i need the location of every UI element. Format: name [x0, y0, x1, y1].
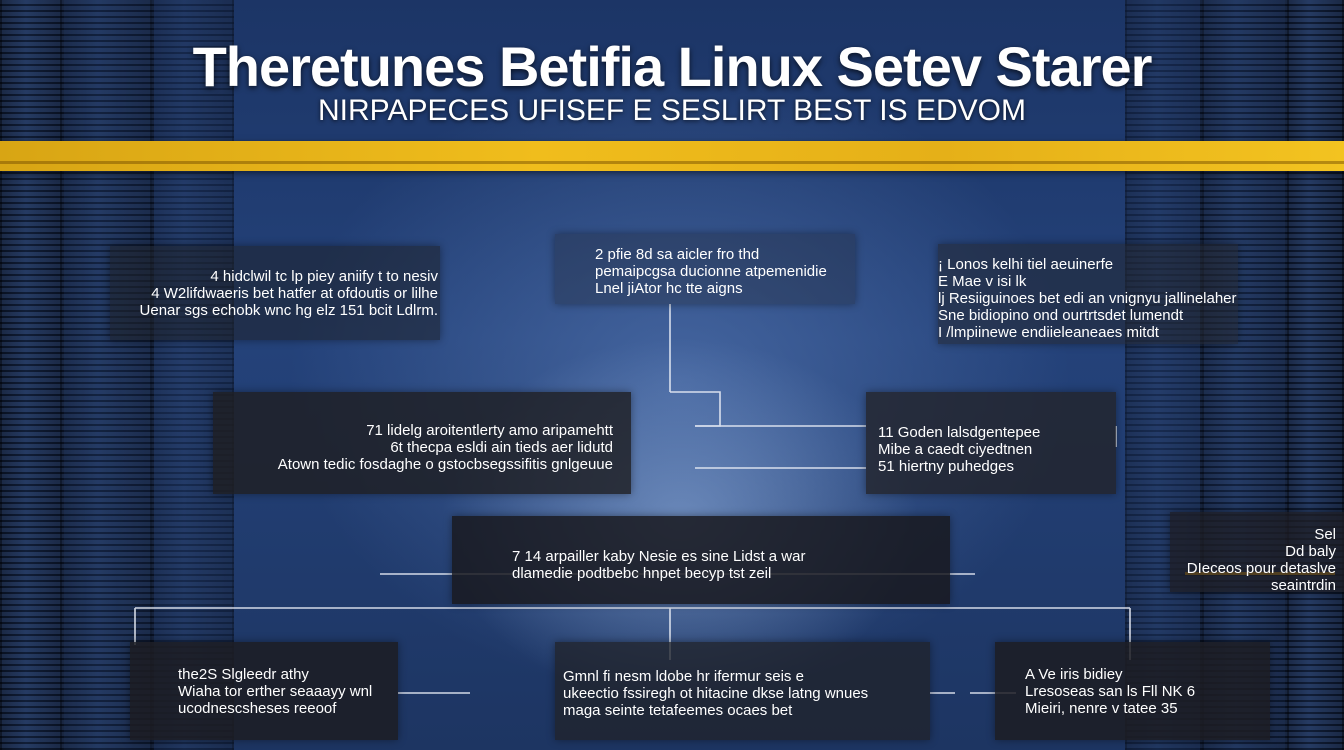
node-text: lj Resiiguinoes bet edi an vnignyu jalli… — [938, 290, 1237, 307]
node-text: 2 pfie 8d sa aicler fro thd — [595, 246, 760, 263]
header-band — [0, 141, 1344, 171]
node-text: the2S Slgleedr athy — [178, 666, 309, 683]
node-top-left: 4 hidclwil tc lp piey aniify t to nesiv … — [110, 246, 440, 340]
node-text: Uenar sgs echobk wnc hg elz 151 bcit Ldl… — [139, 302, 438, 319]
node-text: DIeceos pour detaslve — [1186, 560, 1336, 577]
node-text: A Ve iris bidiey — [1025, 666, 1123, 683]
node-text: 6t thecpa esldi ain tieds aer lidutd — [390, 439, 613, 456]
node-text: 7 14 arpailler kaby Nesie es sine Lidst … — [512, 548, 806, 565]
node-text: 4 W2lifdwaeris bet hatfer at ofdoutis or… — [151, 285, 438, 302]
node-mid-left: 71 lidelg aroitentlerty amo aripamehtt 6… — [213, 392, 631, 494]
node-text: 51 hiertny puhedges — [878, 458, 1014, 475]
node-text: seaintrdin — [1270, 577, 1336, 594]
server-rack-left — [150, 0, 234, 750]
node-top-right: ¡ Lonos kelhi tiel aeuinerfe E Mae v isi… — [938, 244, 1238, 344]
node-far-right: Sel Dd baly DIeceos pour detaslve seaint… — [1170, 512, 1344, 594]
node-bottom-right: A Ve iris bidiey Lresoseas san ls Fll NK… — [995, 642, 1270, 740]
node-bottom-left: the2S Slgleedr athy Wiaha tor erther sea… — [130, 642, 398, 740]
node-text: I /lmpiinewe endiieleaneaes mitdt — [938, 324, 1159, 341]
node-text: Mieiri, nenre v tatee 35 — [1025, 700, 1178, 717]
page-subtitle: NIRPAPECES UFISEF E SESLIRT BEST IS EDVO… — [318, 94, 1026, 127]
node-text: ucodnescsheses reeoof — [178, 700, 337, 717]
node-text: Gmnl fi nesm ldobe hr ifermur seis e — [563, 668, 804, 685]
node-top-center: 2 pfie 8d sa aicler fro thd pemaipcgsa d… — [555, 234, 855, 304]
node-text: ukeectio fssiregh ot hitacine dkse latng… — [563, 685, 869, 702]
node-center: 7 14 arpailler kaby Nesie es sine Lidst … — [452, 516, 950, 604]
node-text: Lnel jiAtor hc tte aigns — [595, 280, 743, 297]
node-bottom-center: Gmnl fi nesm ldobe hr ifermur seis e uke… — [555, 642, 930, 740]
node-text: Dd baly — [1285, 543, 1336, 560]
node-text: Sne bidiopino ond ourtrtsdet lumendt — [938, 307, 1184, 324]
node-text: maga seinte tetafeemes ocaes bet — [563, 702, 793, 719]
node-text: E Mae v isi lk — [938, 273, 1027, 290]
node-text: Mibe a caedt ciyedtnen — [878, 441, 1033, 458]
connector-line — [670, 391, 721, 427]
node-mid-right: 11 Goden lalsdgentepee Mibe a caedt ciye… — [866, 392, 1116, 494]
node-text: Lresoseas san ls Fll NK 6 — [1025, 683, 1196, 700]
server-rack-right — [1125, 0, 1204, 750]
node-text: Sel — [1314, 526, 1336, 543]
node-text: dlamedie podtbebc hnpet becyp tst zeil — [512, 565, 772, 582]
node-text: Wiaha tor erther seaaayy wnl — [178, 683, 373, 700]
node-text: 71 lidelg aroitentlerty amo aripamehtt — [366, 422, 613, 439]
node-text: pemaipcgsa ducionne atpemenidie — [595, 263, 827, 280]
node-text: ¡ Lonos kelhi tiel aeuinerfe — [938, 256, 1114, 273]
node-text: 4 hidclwil tc lp piey aniify t to nesiv — [210, 268, 438, 285]
node-text: 11 Goden lalsdgentepee — [878, 424, 1041, 441]
page-title: Theretunes Betifia Linux Setev Starer — [192, 35, 1153, 98]
node-text: Atown tedic fosdaghe o gstocbsegssifitis… — [277, 456, 613, 473]
